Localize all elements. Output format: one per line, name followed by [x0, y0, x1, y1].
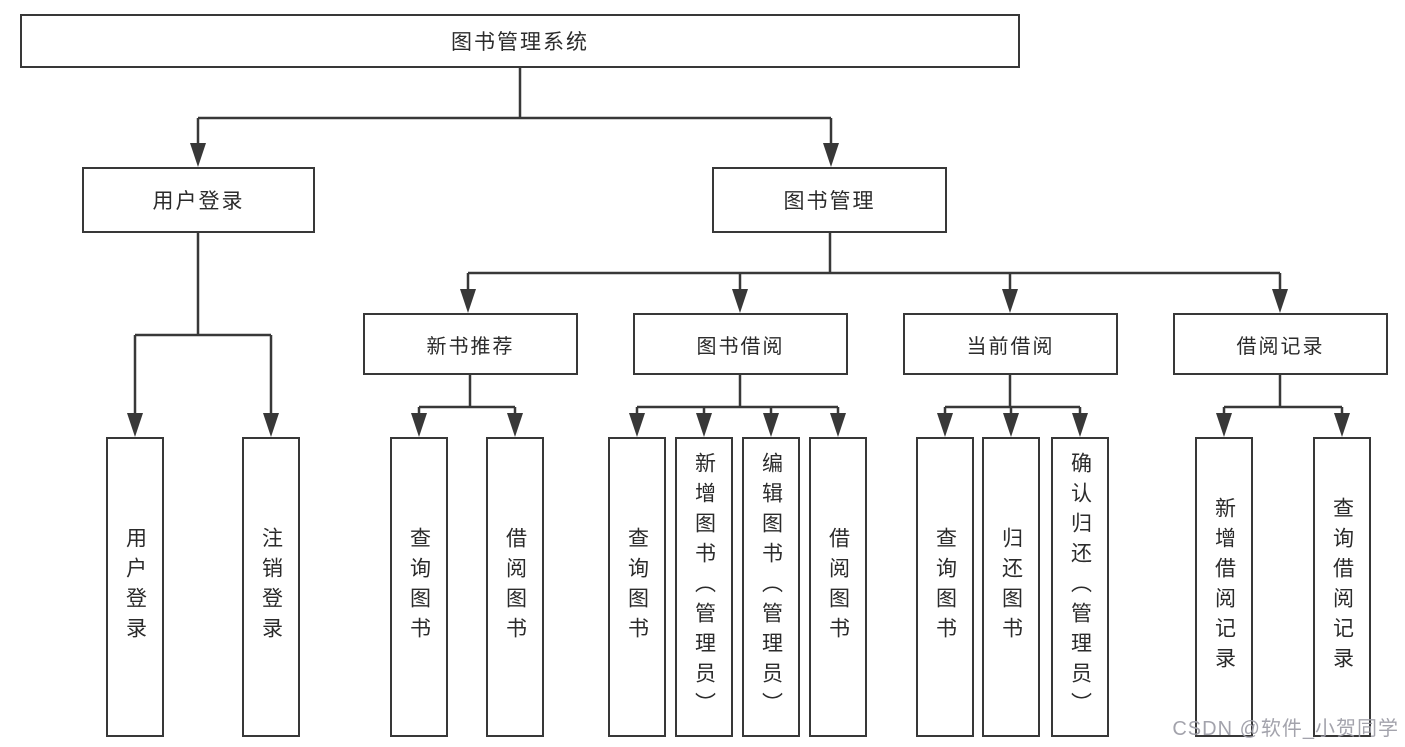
leaf-query-books-current-label: 查询图书	[933, 527, 957, 647]
leaf-query-books-recommend-label: 查询图书	[407, 527, 431, 647]
node-new-book-recommend: 新书推荐	[363, 313, 578, 375]
leaf-user-login-label: 用户登录	[123, 527, 147, 647]
connector-new-book-recommend-to-leaves	[411, 375, 523, 437]
leaf-confirm-return-admin-label: 确认归还（管理员）	[1068, 452, 1092, 722]
leaf-edit-books-admin-label: 编辑图书（管理员）	[759, 452, 783, 722]
leaf-borrow-books-label: 借阅图书	[826, 527, 850, 647]
leaf-query-books-borrow: 查询图书	[608, 437, 666, 737]
node-borrow-records-label: 借阅记录	[1236, 335, 1325, 358]
node-root: 图书管理系统	[20, 14, 1020, 68]
node-user-login-label: 用户登录	[152, 190, 245, 213]
leaf-user-login: 用户登录	[106, 437, 164, 737]
leaf-add-borrow-record-label: 新增借阅记录	[1212, 497, 1236, 677]
leaf-edit-books-admin: 编辑图书（管理员）	[742, 437, 800, 737]
node-current-borrow-label: 当前借阅	[966, 335, 1055, 358]
node-book-management: 图书管理	[712, 167, 947, 233]
node-borrow-records: 借阅记录	[1173, 313, 1388, 375]
leaf-add-books-admin-label: 新增图书（管理员）	[692, 452, 716, 722]
node-root-label: 图书管理系统	[451, 31, 589, 54]
leaf-confirm-return-admin: 确认归还（管理员）	[1051, 437, 1109, 737]
connector-book-management-to-level3	[460, 233, 1288, 313]
leaf-return-books: 归还图书	[982, 437, 1040, 737]
leaf-borrow-books-recommend-label: 借阅图书	[503, 527, 527, 647]
leaf-add-books-admin: 新增图书（管理员）	[675, 437, 733, 737]
connector-current-borrow-to-leaves	[937, 375, 1088, 437]
leaf-add-borrow-record: 新增借阅记录	[1195, 437, 1253, 737]
leaf-query-borrow-record: 查询借阅记录	[1313, 437, 1371, 737]
csdn-watermark: CSDN @软件_小贺同学	[1172, 718, 1399, 740]
connector-book-borrow-to-leaves	[629, 375, 846, 437]
node-book-borrow: 图书借阅	[633, 313, 848, 375]
node-new-book-recommend-label: 新书推荐	[426, 335, 515, 358]
connector-root-to-level2	[190, 68, 839, 167]
leaf-query-borrow-record-label: 查询借阅记录	[1330, 497, 1354, 677]
leaf-borrow-books-recommend: 借阅图书	[486, 437, 544, 737]
leaf-query-books-current: 查询图书	[916, 437, 974, 737]
leaf-logout-label: 注销登录	[259, 527, 283, 647]
node-user-login: 用户登录	[82, 167, 315, 233]
connector-user-login-to-leaves	[127, 233, 279, 437]
connector-borrow-records-to-leaves	[1216, 375, 1350, 437]
leaf-query-books-borrow-label: 查询图书	[625, 527, 649, 647]
leaf-logout: 注销登录	[242, 437, 300, 737]
node-book-management-label: 图书管理	[783, 190, 876, 213]
leaf-return-books-label: 归还图书	[999, 527, 1023, 647]
leaf-query-books-recommend: 查询图书	[390, 437, 448, 737]
node-current-borrow: 当前借阅	[903, 313, 1118, 375]
node-book-borrow-label: 图书借阅	[696, 335, 785, 358]
leaf-borrow-books: 借阅图书	[809, 437, 867, 737]
